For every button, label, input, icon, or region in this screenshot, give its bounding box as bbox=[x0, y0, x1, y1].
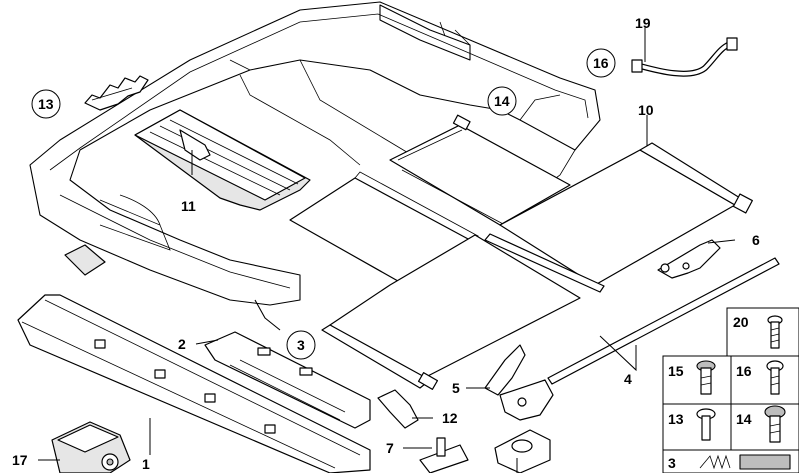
callout-13: 13 bbox=[38, 96, 54, 112]
part-1-front-rail bbox=[17, 294, 371, 473]
part-11-rail bbox=[134, 109, 311, 211]
callout-4: 4 bbox=[624, 371, 632, 387]
callout-6: 6 bbox=[752, 232, 760, 248]
part-6-hinge bbox=[657, 239, 721, 279]
part-12-clip bbox=[377, 389, 419, 429]
callout-17: 17 bbox=[12, 452, 28, 468]
screw-20 bbox=[767, 315, 783, 349]
hardware-box bbox=[662, 307, 799, 473]
callout-19: 19 bbox=[635, 15, 651, 31]
part-13-bracket bbox=[84, 75, 149, 111]
callout-3: 3 bbox=[297, 337, 305, 353]
box-callout-13: 13 bbox=[668, 411, 684, 427]
callout-circle-13 bbox=[31, 89, 61, 119]
leader-lines bbox=[38, 28, 736, 473]
shade-panels bbox=[289, 114, 753, 390]
screw-14 bbox=[764, 405, 786, 443]
part-7-pin bbox=[419, 437, 469, 473]
callout-2: 2 bbox=[178, 336, 186, 352]
callout-10: 10 bbox=[638, 102, 654, 118]
part-4-rod bbox=[547, 257, 780, 385]
box-callout-16: 16 bbox=[736, 363, 752, 379]
screw-16 bbox=[766, 360, 784, 395]
callout-1: 1 bbox=[142, 456, 150, 472]
callout-5: 5 bbox=[452, 380, 460, 396]
callout-14: 14 bbox=[494, 93, 510, 109]
holder-ring bbox=[494, 429, 551, 473]
box-callout-20: 20 bbox=[733, 314, 749, 330]
callout-12: 12 bbox=[442, 410, 458, 426]
screw-13 bbox=[696, 408, 716, 441]
box-callout-3: 3 bbox=[668, 455, 676, 471]
bolt-15 bbox=[696, 360, 716, 395]
box-callout-15: 15 bbox=[668, 363, 684, 379]
callout-circle-3 bbox=[286, 330, 316, 360]
spring-3 bbox=[699, 454, 731, 470]
callout-16: 16 bbox=[593, 55, 609, 71]
callout-circle-14 bbox=[487, 86, 517, 116]
pad-part bbox=[739, 454, 791, 470]
callout-7: 7 bbox=[386, 440, 394, 456]
box-callout-14: 14 bbox=[736, 411, 752, 427]
part-17-motor bbox=[51, 421, 131, 473]
part-19-cable bbox=[631, 37, 738, 77]
part-5-bracket bbox=[484, 344, 554, 421]
callout-11: 11 bbox=[181, 198, 196, 214]
part-2-cover bbox=[204, 331, 371, 429]
callout-circle-16 bbox=[586, 48, 616, 78]
